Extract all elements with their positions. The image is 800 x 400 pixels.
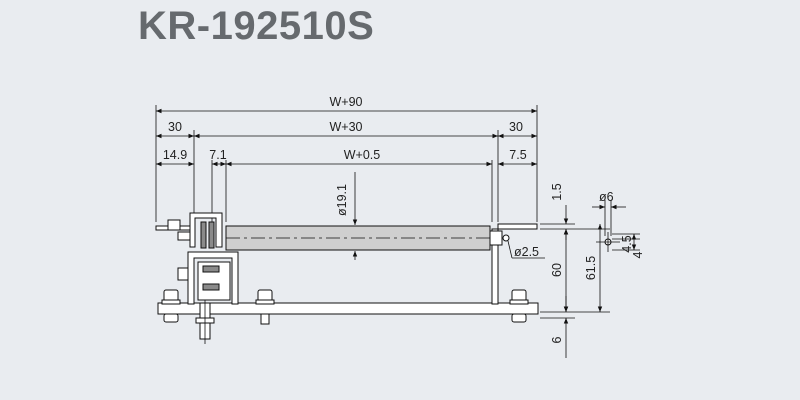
tab-nut	[167, 219, 181, 231]
dim-roller-row: 14.9 7.1 W+0.5 7.5	[156, 148, 537, 167]
side-frame	[187, 251, 239, 305]
dim-label-hole-spacing: 4.5	[620, 235, 634, 252]
tab-washer	[177, 231, 191, 241]
dim-label-base-thickness: 6	[550, 336, 564, 343]
dim-label-roller-length: W+0.5	[344, 148, 381, 162]
dim-label-height-roller: 60	[550, 263, 564, 277]
dim-label-hole-edge: 4	[631, 251, 645, 258]
spring-frame-a	[202, 265, 220, 273]
bolt-left	[161, 289, 181, 323]
page-title: KR-192510S	[138, 4, 375, 48]
bolt-right	[509, 289, 529, 323]
conveyor-assembly: ø2.5	[155, 212, 545, 344]
dim-label-left-offset: 14.9	[163, 148, 187, 162]
dim-vertical-right: 1.5 60 61.5 6	[550, 183, 603, 358]
dim-label-top-clearance: 1.5	[550, 183, 564, 200]
dim-frame-row: 30 W+30 30	[156, 120, 537, 139]
spring-left-b	[208, 221, 215, 249]
dim-label-end-left: 30	[168, 120, 182, 134]
roller-end-cap	[489, 230, 503, 246]
dim-label-bracket: 7.1	[209, 148, 226, 162]
side-bolt	[177, 267, 189, 281]
bolt-middle	[255, 289, 275, 325]
dim-overall-width: W+90	[156, 95, 537, 114]
hole-detail: ø6 4.5 4	[592, 190, 645, 258]
dim-label-end-right: 30	[509, 120, 523, 134]
dim-label-right-offset: 7.5	[509, 148, 526, 162]
right-rail	[497, 223, 538, 230]
dim-label-roller-diameter: ø19.1	[335, 184, 349, 216]
base-plate	[157, 302, 539, 315]
right-bracket	[491, 228, 499, 305]
dim-label-overall-width: W+90	[329, 95, 362, 109]
anchor-bolt	[195, 300, 215, 344]
dim-roller-diameter: ø19.1	[335, 172, 358, 260]
dim-label-frame-width: W+30	[329, 120, 362, 134]
left-bracket	[189, 212, 223, 248]
extension-lines	[155, 105, 610, 319]
dim-label-hole-diameter: ø6	[599, 190, 614, 204]
axle	[502, 234, 510, 242]
dim-label-axle-diameter: ø2.5	[514, 245, 539, 259]
spring-frame-b	[202, 283, 220, 291]
spring-left-a	[200, 221, 207, 249]
dim-label-height-total: 61.5	[584, 256, 598, 280]
